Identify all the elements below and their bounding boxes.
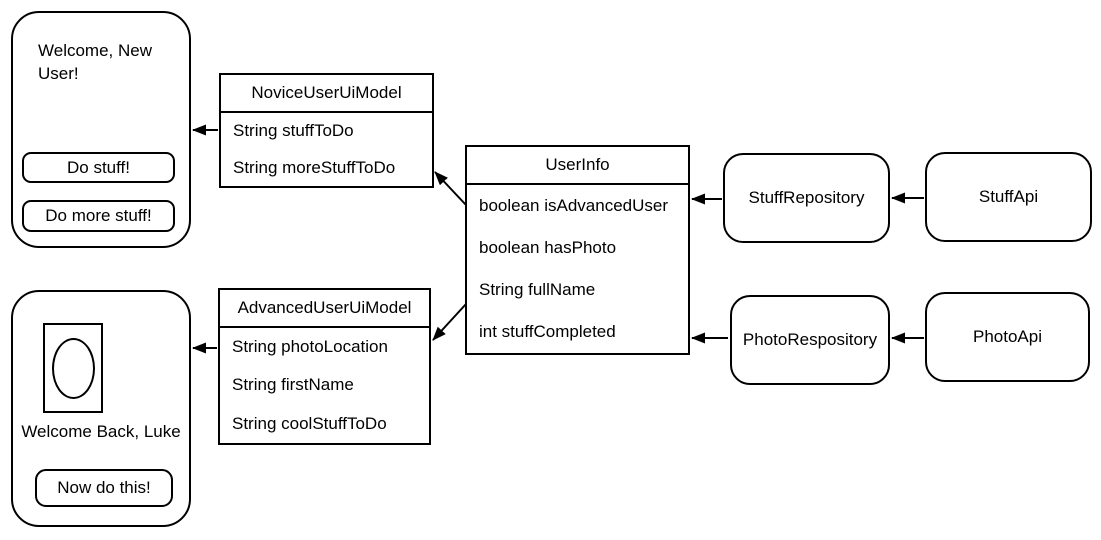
class-user-info: UserInfo boolean isAdvancedUser boolean …: [465, 145, 690, 355]
class-title: AdvancedUserUiModel: [220, 290, 429, 328]
class-field: String coolStuffToDo: [232, 413, 387, 433]
class-field: String moreStuffToDo: [233, 157, 396, 177]
do-more-stuff-button: Do more stuff!: [22, 200, 175, 232]
class-field: String fullName: [479, 280, 596, 299]
now-do-this-button: Now do this!: [35, 469, 173, 507]
advanced-screen-mockup: Welcome Back, Luke Now do this!: [11, 290, 191, 527]
profile-photo-frame: [43, 323, 103, 413]
novice-screen-mockup: Welcome, New User! Do stuff! Do more stu…: [11, 11, 191, 248]
component-photo-repository: PhotoRespository: [730, 295, 890, 385]
component-stuff-api: StuffApi: [925, 152, 1092, 242]
class-field: String firstName: [232, 375, 354, 395]
edge-userinfo-to-advanceduseruimodel: [432, 303, 467, 341]
class-field: int stuffCompleted: [479, 322, 616, 341]
class-field: boolean hasPhoto: [479, 238, 617, 257]
component-photo-api: PhotoApi: [925, 292, 1090, 382]
class-title: NoviceUserUiModel: [221, 75, 432, 113]
component-stuff-repository: StuffRepository: [723, 153, 890, 243]
class-field: String photoLocation: [232, 337, 388, 357]
class-novice-user-ui-model: NoviceUserUiModel String stuffToDo Strin…: [219, 73, 434, 188]
do-stuff-button: Do stuff!: [22, 152, 175, 183]
edge-userinfo-to-noviceuseruimodel: [434, 171, 467, 206]
class-advanced-user-ui-model: AdvancedUserUiModel String photoLocation…: [218, 288, 431, 445]
advanced-greeting-text: Welcome Back, Luke: [21, 422, 181, 441]
novice-greeting-text: Welcome, New User!: [38, 41, 152, 83]
class-title: UserInfo: [467, 147, 688, 185]
avatar-oval-icon: [51, 337, 95, 399]
class-field: boolean isAdvancedUser: [479, 196, 669, 215]
class-field: String stuffToDo: [233, 121, 354, 141]
